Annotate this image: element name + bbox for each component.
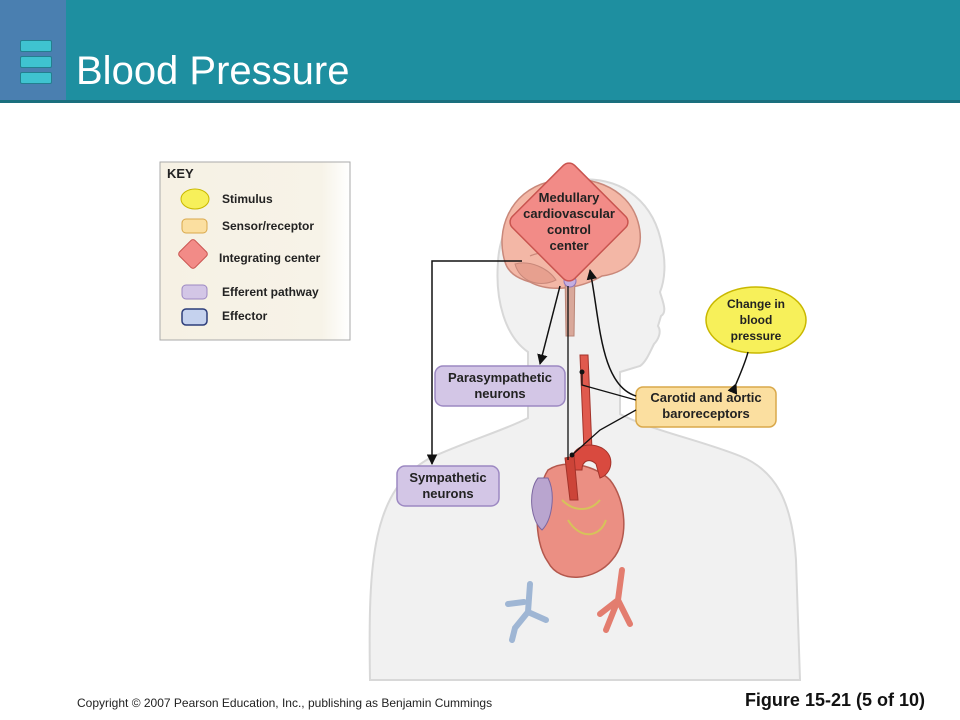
copyright-footer: Copyright © 2007 Pearson Education, Inc.… bbox=[77, 696, 493, 710]
sympathetic-label: Sympathetic neurons bbox=[409, 470, 487, 501]
key-label-effector: Effector bbox=[222, 309, 268, 323]
key-integrating-swatch bbox=[178, 239, 208, 269]
key-label-stimulus: Stimulus bbox=[222, 192, 273, 206]
slide-title: Blood Pressure bbox=[76, 49, 350, 93]
receptor-label: Carotid and aortic baroreceptors bbox=[650, 390, 762, 421]
stimulus-label: Change in blood pressure bbox=[726, 297, 785, 343]
parasympathetic-shape bbox=[434, 365, 566, 407]
afferent-carotid-arrow bbox=[586, 268, 637, 397]
title-bar bbox=[0, 0, 960, 100]
receptor-shape bbox=[635, 386, 777, 428]
parasympathetic-label: Parasympathetic neurons bbox=[447, 370, 553, 401]
logo-bar-icon bbox=[20, 56, 52, 68]
stimulus-shape bbox=[705, 286, 807, 354]
vein-branch bbox=[505, 581, 549, 643]
stimulus-to-receptor-arrow bbox=[727, 351, 749, 395]
logo-bar-icon bbox=[20, 40, 52, 52]
key-sensor-swatch bbox=[181, 218, 208, 234]
heart bbox=[536, 463, 625, 578]
header-accent-block bbox=[0, 0, 66, 100]
key-label-integrating: Integrating center bbox=[219, 251, 321, 265]
center-to-parasympathetic-arrow bbox=[537, 285, 561, 366]
key-efferent-swatch bbox=[181, 284, 208, 300]
key-label-sensor: Sensor/receptor bbox=[222, 219, 315, 233]
right-atrium bbox=[531, 477, 553, 531]
key-label-efferent: Efferent pathway bbox=[222, 285, 319, 299]
key-stimulus-swatch bbox=[180, 188, 210, 210]
logo-bar-icon bbox=[20, 72, 52, 84]
figure-label: Figure 15-21 (5 of 10) bbox=[744, 690, 925, 710]
aortic-sensor-line bbox=[571, 409, 637, 456]
integrating-center-label: Medullary cardiovascular control center bbox=[523, 190, 615, 253]
sympathetic-shape bbox=[396, 465, 500, 507]
header-divider bbox=[0, 100, 960, 103]
key-heading: KEY bbox=[167, 166, 194, 181]
cerebellum bbox=[514, 262, 557, 284]
carotid-sensor-line bbox=[581, 372, 637, 401]
artery-branch bbox=[597, 567, 633, 633]
center-to-sympathetic-arrow bbox=[426, 260, 522, 466]
key-effector-swatch bbox=[181, 308, 208, 326]
integrating-center-shape bbox=[509, 162, 629, 282]
